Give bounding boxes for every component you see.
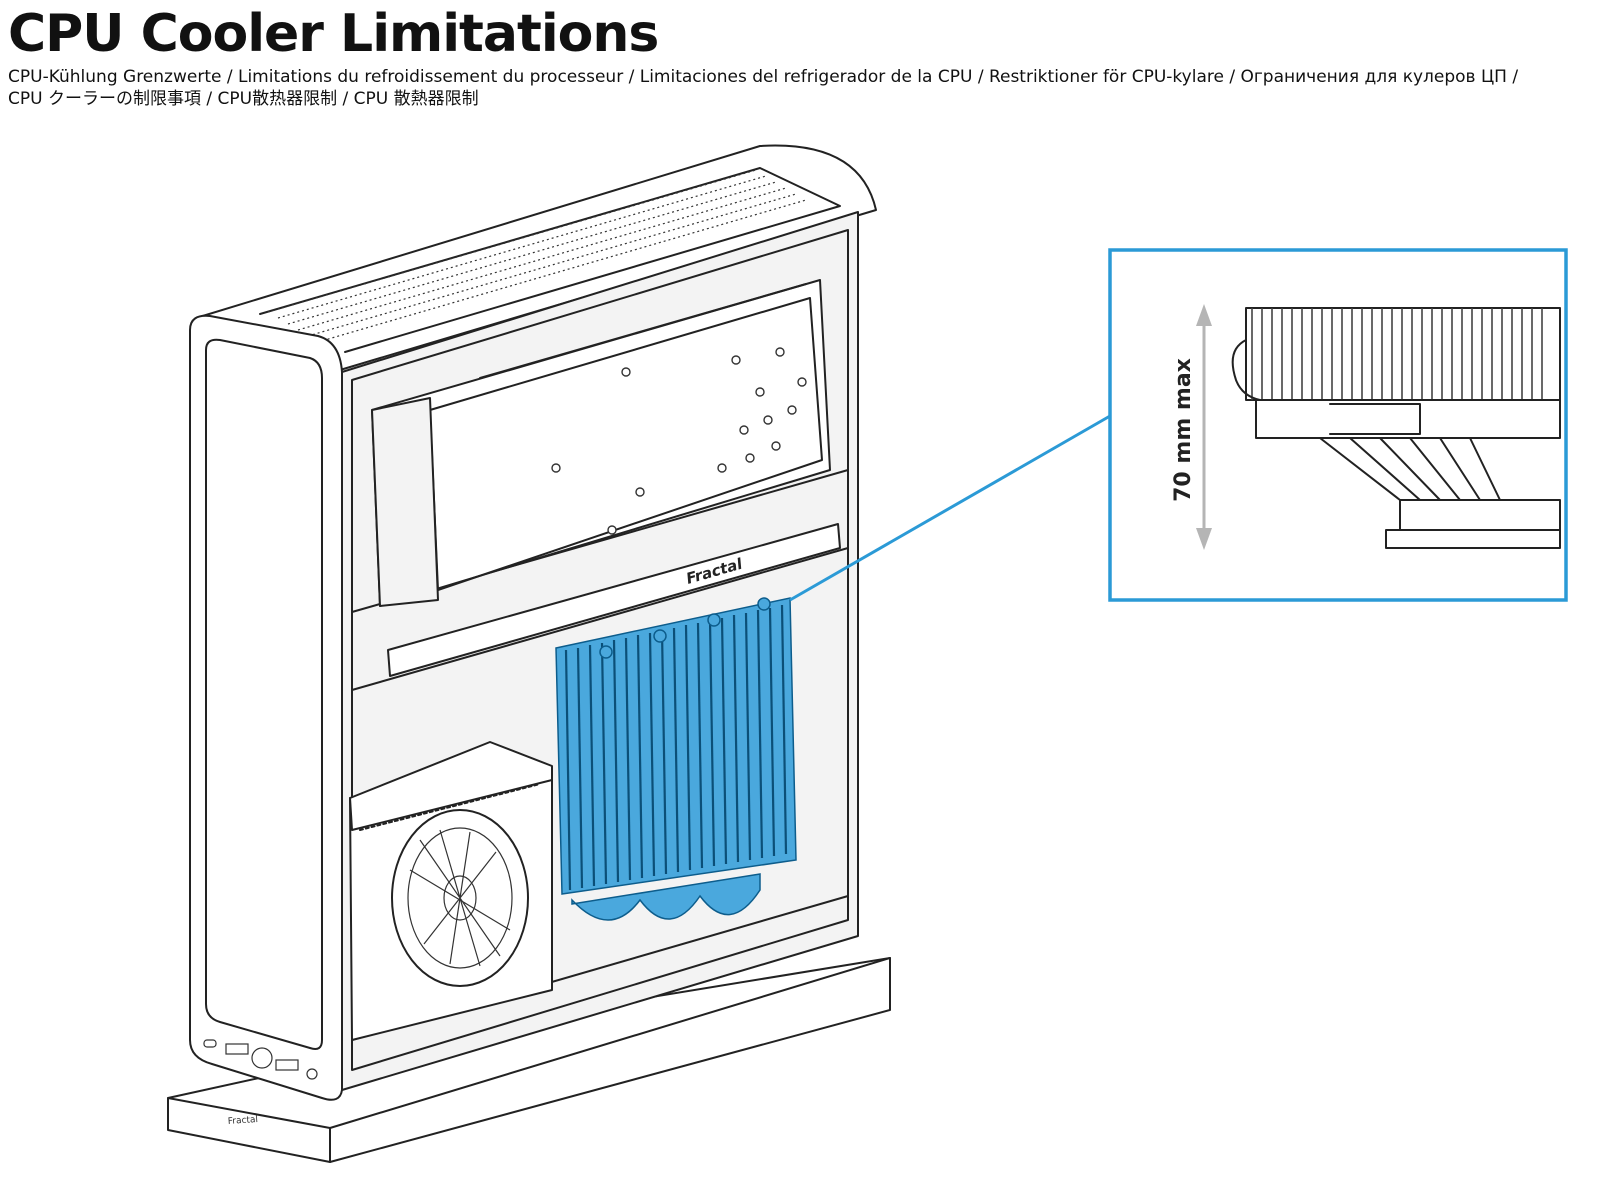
usb-a-port-icon-2: [275, 1059, 299, 1071]
height-callout: 70 mm max: [1108, 248, 1568, 602]
power-button-icon: [251, 1047, 273, 1069]
callout-leader: [789, 414, 1111, 602]
psu: [349, 741, 553, 1041]
subtitle-line-1: CPU-Kühlung Grenzwerte / Limitations du …: [8, 67, 1519, 87]
cpu-cooler-highlight: [555, 597, 797, 921]
double-headed-arrow-icon: [1196, 304, 1212, 550]
gpu-card: [371, 279, 831, 607]
usb-c-port-icon: [203, 1039, 217, 1048]
page-subtitle: CPU-Kühlung Grenzwerte / Limitations du …: [8, 66, 1568, 110]
page-title: CPU Cooler Limitations: [8, 4, 659, 64]
max-height-label: 70 mm max: [1171, 358, 1196, 502]
case-stand: Fractal: [167, 957, 891, 1163]
audio-jack-icon: [306, 1068, 318, 1080]
svg-text:Fractal: Fractal: [228, 1115, 259, 1127]
subtitle-line-2: CPU クーラーの制限事項 / CPU散热器限制 / CPU 散熱器限制: [8, 89, 479, 109]
usb-a-port-icon: [225, 1043, 249, 1055]
case-front-panel: [189, 314, 343, 1101]
cooler-side-profile: [1231, 307, 1561, 549]
